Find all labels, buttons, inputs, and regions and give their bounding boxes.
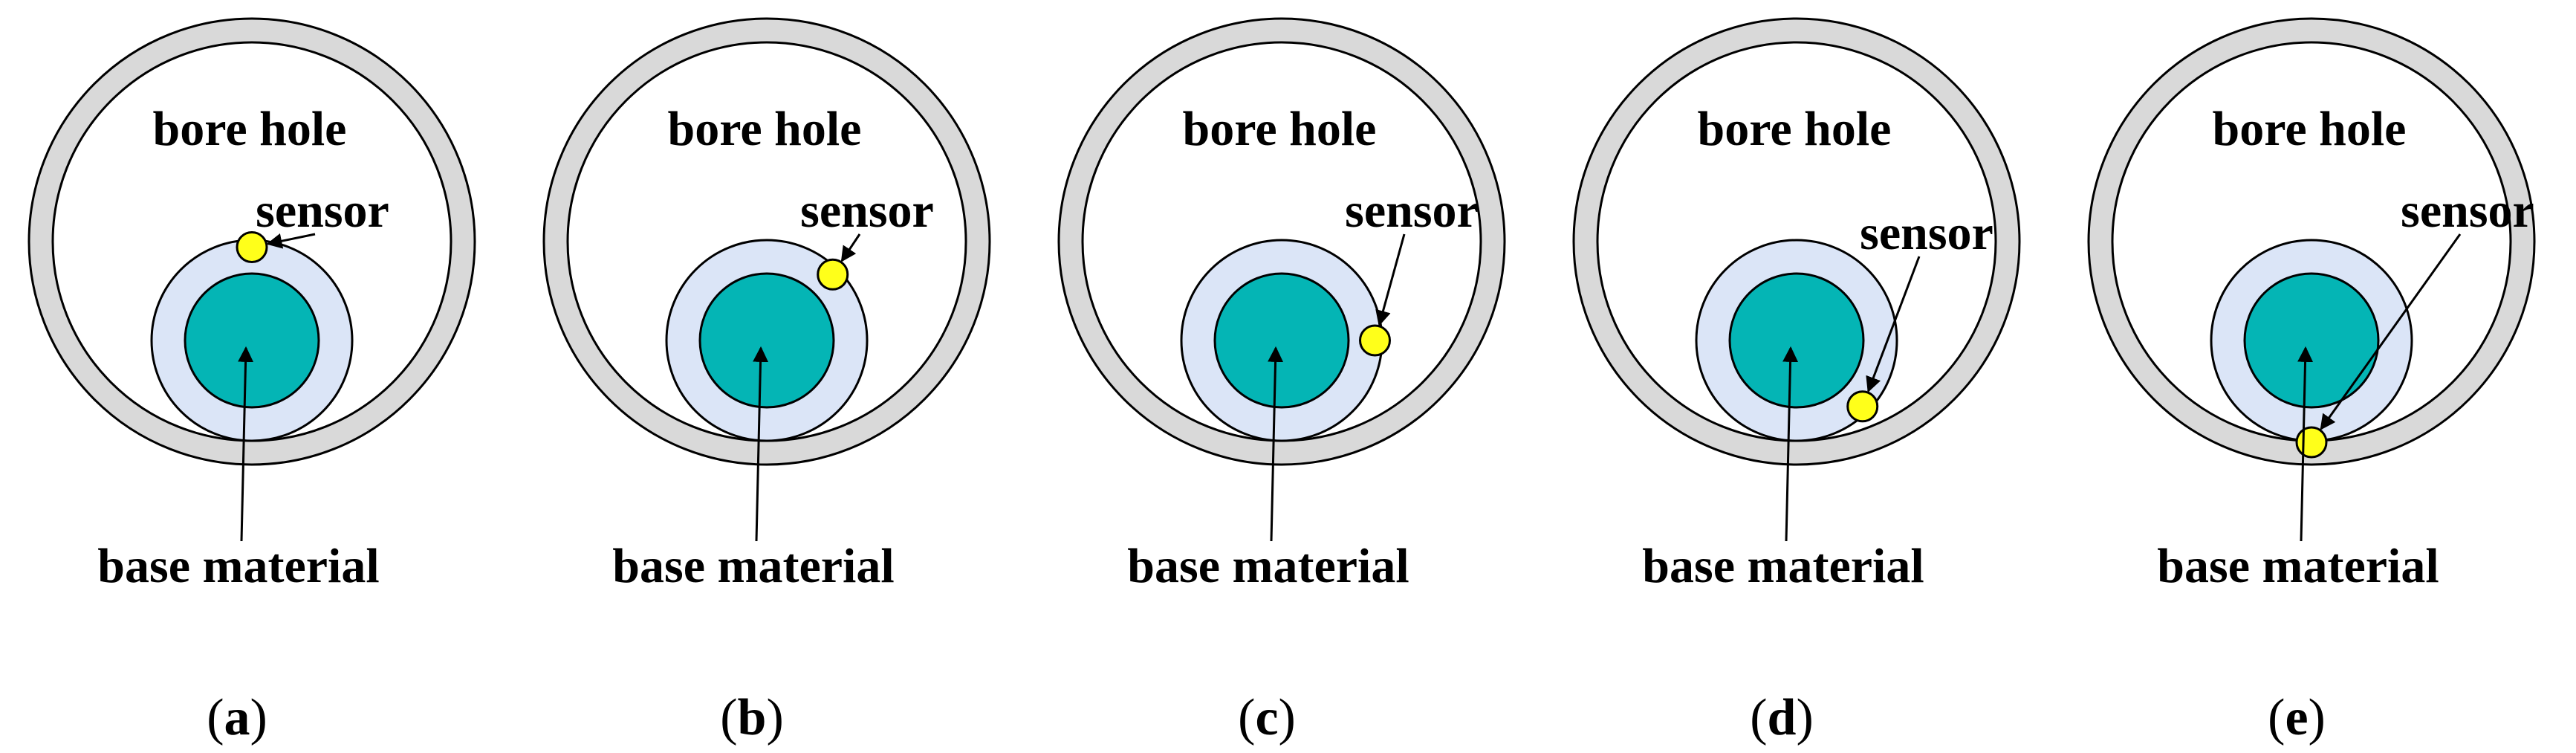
sensor-leader-arrow <box>1375 233 1406 326</box>
base-material-core <box>184 272 320 409</box>
sensor-label: sensor <box>1345 184 1479 238</box>
panel-caption: (e) <box>2268 689 2326 746</box>
sensor-label: sensor <box>1860 206 1993 260</box>
panel-c: bore hole sensor base material (c) <box>1057 17 1506 746</box>
sensor-dot <box>1846 390 1879 423</box>
base-material-core <box>2243 272 2380 409</box>
panel-d: bore hole sensor base material (d) <box>1572 17 2021 746</box>
sensor-leader-arrow <box>840 233 861 262</box>
bore-hole-label: bore hole <box>668 102 862 156</box>
sensor-label: sensor <box>2401 184 2534 238</box>
sensor-label: sensor <box>256 184 389 238</box>
sensor-label: sensor <box>800 184 934 238</box>
base-material-leader-arrow <box>2297 346 2314 542</box>
base-material-core <box>698 272 835 409</box>
base-material-label: base material <box>1642 539 1924 593</box>
base-material-leader-arrow <box>1782 346 1799 542</box>
bore-hole-label: bore hole <box>1698 102 1892 156</box>
panel-caption: (b) <box>720 689 784 746</box>
panel-e: bore hole sensor base material (e) <box>2087 17 2536 746</box>
sensor-leader-arrow <box>1866 256 1921 393</box>
base-material-core <box>1728 272 1865 409</box>
bore-hole-label: bore hole <box>153 102 347 156</box>
panel-caption: (c) <box>1238 689 1296 746</box>
panel-caption: (a) <box>207 689 267 746</box>
base-material-leader-arrow <box>1268 346 1284 542</box>
panel-caption: (d) <box>1750 689 1814 746</box>
panel-a: bore hole sensor base material (a) <box>27 17 476 746</box>
panel-b: bore hole sensor base material (b) <box>542 17 991 746</box>
base-material-label: base material <box>612 539 894 593</box>
base-material-label: base material <box>1127 539 1409 593</box>
sensor-leader-arrow <box>2320 233 2462 430</box>
base-material-leader-arrow <box>238 346 254 542</box>
sensor-dot <box>1359 324 1391 357</box>
base-material-leader-arrow <box>753 346 769 542</box>
base-material-label: base material <box>97 539 379 593</box>
sensor-leader-arrow <box>266 233 316 249</box>
bore-hole-label: bore hole <box>2213 102 2407 156</box>
sensor-dot <box>2295 426 2328 459</box>
bore-hole-label: bore hole <box>1183 102 1377 156</box>
base-material-core <box>1213 272 1350 409</box>
base-material-label: base material <box>2157 539 2439 593</box>
sensor-dot <box>817 258 849 291</box>
